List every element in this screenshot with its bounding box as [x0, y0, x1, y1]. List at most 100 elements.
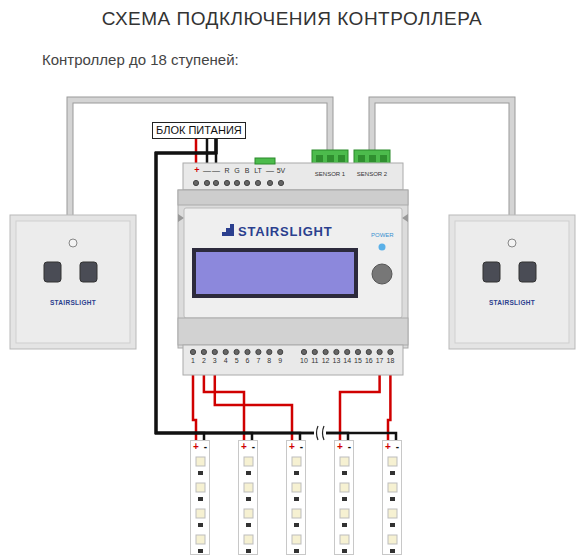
terminal-screw — [334, 349, 339, 354]
wire-connector — [388, 375, 390, 440]
wire — [215, 375, 292, 440]
node-text: + — [289, 441, 295, 452]
terminal-number: 11 — [311, 357, 318, 364]
node-text: POWER — [371, 232, 394, 238]
node-text: БЛОК ПИТАНИЯ — [156, 124, 242, 137]
sensor-panel: STAIRSLIGHT — [10, 215, 136, 349]
sensor-panel: STAIRSLIGHT — [449, 215, 575, 349]
resistor-chip — [390, 549, 395, 553]
terminal-number: 3 — [213, 357, 217, 364]
resistor-chip — [342, 549, 347, 553]
led-chip — [388, 535, 397, 544]
node-text: - — [396, 441, 399, 452]
wire — [340, 375, 380, 440]
terminal-screw — [193, 180, 198, 185]
terminal-screw — [366, 349, 371, 354]
led-chip — [292, 483, 301, 492]
terminal-number: 4 — [224, 357, 228, 364]
terminal-label: + — [194, 166, 199, 175]
terminal-screw — [245, 349, 250, 354]
terminal-screw — [267, 349, 272, 354]
terminal-number: 14 — [343, 357, 351, 364]
terminal-label: — — [203, 167, 211, 175]
terminal-label: B — [245, 167, 250, 174]
sensor-panel — [10, 215, 136, 349]
led-strip: +- — [382, 440, 402, 555]
led-chip — [292, 509, 301, 518]
resistor-chip — [294, 497, 299, 501]
wire-connector — [215, 375, 292, 440]
terminal-screw — [244, 180, 249, 185]
terminal-screw — [212, 349, 217, 354]
wire — [204, 375, 244, 440]
resistor-chip — [246, 471, 251, 475]
terminal-label: G — [234, 167, 239, 174]
terminal-label: — — [212, 167, 220, 175]
resistor-chip — [198, 549, 203, 553]
terminal-screw — [255, 180, 260, 185]
led-chip — [340, 457, 349, 466]
resistor-chip — [342, 523, 347, 527]
terminal-label: SENSOR 1 — [315, 171, 345, 177]
resistor-chip — [246, 549, 251, 553]
terminal-screw — [323, 349, 328, 354]
terminal-label: 5V — [277, 167, 286, 174]
node-text: STAIRSLIGHT — [10, 299, 136, 306]
led-chip — [388, 509, 397, 518]
led-chips — [335, 441, 355, 555]
terminal-number: 13 — [332, 357, 340, 364]
led-chip — [340, 535, 349, 544]
led-chips — [239, 441, 259, 555]
wire-connector — [196, 139, 216, 163]
terminal-screw — [224, 180, 229, 185]
resistor-chip — [198, 497, 203, 501]
resistor-chip — [294, 471, 299, 475]
resistor-chip — [342, 471, 347, 475]
terminal-screw — [345, 349, 350, 354]
led-chips — [383, 441, 403, 555]
terminal-screw — [201, 349, 206, 354]
terminal-screw — [256, 349, 261, 354]
wire — [193, 375, 196, 440]
resistor-chip — [390, 471, 395, 475]
led-chip — [196, 509, 205, 518]
terminal-label: R — [224, 167, 229, 174]
terminal-number: 6 — [246, 357, 250, 364]
led-strip: +- — [238, 440, 258, 555]
led-chips — [191, 441, 211, 555]
terminal-screw — [312, 349, 317, 354]
led-chip — [196, 535, 205, 544]
terminal-screw — [267, 180, 272, 185]
led-chip — [340, 509, 349, 518]
led-strip: +- — [190, 440, 210, 555]
wire-connector — [340, 375, 380, 440]
led-chip — [244, 483, 253, 492]
resistor-chip — [294, 523, 299, 527]
terminal-number: 15 — [354, 357, 362, 364]
terminal-screw — [234, 180, 239, 185]
terminal-screw — [355, 349, 360, 354]
terminal-screw — [278, 349, 283, 354]
resistor-chip — [342, 497, 347, 501]
node-text: + — [385, 441, 391, 452]
terminal-screw — [204, 180, 209, 185]
terminal-screws — [190, 180, 393, 354]
led-chip — [292, 535, 301, 544]
terminal-label: LT — [254, 167, 262, 174]
node-text: STAIRSLIGHT — [238, 224, 333, 239]
led-chip — [388, 483, 397, 492]
led-chip — [244, 535, 253, 544]
diagram-title: СХЕМА ПОДКЛЮЧЕНИЯ КОНТРОЛЛЕРА — [0, 9, 584, 28]
terminal-number: 10 — [300, 357, 308, 364]
node-text: STAIRSLIGHT — [449, 299, 575, 306]
resistor-chip — [390, 523, 395, 527]
resistor-chip — [294, 549, 299, 553]
terminal-number: 9 — [278, 357, 282, 364]
subtitle-label: Контроллер до 18 ступеней: — [42, 52, 239, 67]
terminal-screw — [213, 180, 218, 185]
resistor-chip — [390, 497, 395, 501]
node-text: - — [300, 441, 303, 452]
wire-connector — [204, 375, 244, 440]
terminal-number: 12 — [322, 357, 330, 364]
terminal-number: 2 — [202, 357, 206, 364]
